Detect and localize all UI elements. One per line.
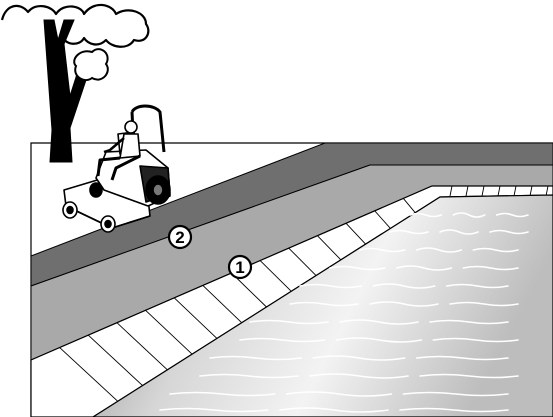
water-ripple bbox=[299, 283, 363, 289]
water-ripple bbox=[415, 355, 509, 361]
water-ripple bbox=[395, 265, 453, 271]
water-ripple bbox=[289, 301, 359, 307]
water-ripples bbox=[159, 212, 529, 413]
tree-icon bbox=[0, 3, 150, 163]
water-ripple bbox=[449, 301, 519, 307]
water-ripple bbox=[389, 229, 429, 235]
coping-tile-divider bbox=[513, 185, 517, 197]
water-ripple bbox=[239, 337, 326, 343]
water-ripple bbox=[285, 391, 393, 397]
coping-tile-divider bbox=[465, 185, 469, 197]
water-ripple bbox=[472, 247, 519, 253]
coping-tile-divider bbox=[481, 185, 485, 197]
water-ripple bbox=[429, 319, 509, 325]
water-ripple bbox=[489, 229, 529, 235]
water-ripple bbox=[439, 229, 479, 235]
coping-tile-divider bbox=[202, 285, 243, 324]
callout-2: 2 bbox=[167, 224, 193, 250]
callout-1: 1 bbox=[227, 254, 253, 280]
coping-tile-divider bbox=[449, 185, 453, 197]
coping-tile-divider bbox=[403, 198, 416, 214]
water-ripple bbox=[402, 391, 509, 397]
water-ripple bbox=[209, 355, 303, 361]
water-ripple bbox=[399, 407, 509, 413]
water-ripple bbox=[445, 283, 509, 289]
callout-2-label: 2 bbox=[175, 228, 184, 247]
coping-tile-divider bbox=[145, 309, 193, 355]
coping-tile-divider bbox=[374, 210, 391, 229]
water-ripple bbox=[335, 337, 423, 343]
coping-tile-divider bbox=[116, 322, 168, 371]
water-ripple bbox=[199, 373, 299, 379]
coping-tile-divider bbox=[345, 222, 366, 245]
coping-tile-divider bbox=[529, 185, 533, 197]
water-ripple bbox=[372, 283, 436, 289]
coping-tile-divider bbox=[317, 235, 342, 261]
coping-tile-divider bbox=[545, 185, 549, 197]
water-ripple bbox=[169, 391, 276, 397]
water-ripple bbox=[309, 373, 409, 379]
water-ripple bbox=[279, 407, 389, 413]
coping-tile-divider bbox=[87, 334, 143, 386]
coping-tile-divider bbox=[259, 260, 292, 292]
water-ripple bbox=[415, 247, 463, 253]
coping-tile-divider bbox=[173, 297, 218, 339]
water-ripple bbox=[452, 212, 486, 218]
water-ripple bbox=[419, 373, 519, 379]
water-ripple bbox=[462, 265, 519, 271]
water-ripple bbox=[329, 265, 386, 271]
water-ripple bbox=[159, 407, 269, 413]
coping-tile-divider bbox=[497, 185, 501, 197]
riding-mower-icon bbox=[62, 104, 171, 233]
coping-tile-divider bbox=[59, 347, 119, 402]
water-ripple bbox=[409, 212, 443, 218]
water-ripple bbox=[359, 247, 406, 253]
water-ripple bbox=[312, 355, 406, 361]
water-ripple bbox=[369, 301, 439, 307]
water-ripple bbox=[432, 337, 519, 343]
callout-1-label: 1 bbox=[235, 258, 244, 277]
coping-tile-divider bbox=[288, 247, 317, 276]
water-ripple bbox=[339, 319, 419, 325]
water-ripple bbox=[249, 319, 329, 325]
water-ripple bbox=[495, 212, 529, 218]
